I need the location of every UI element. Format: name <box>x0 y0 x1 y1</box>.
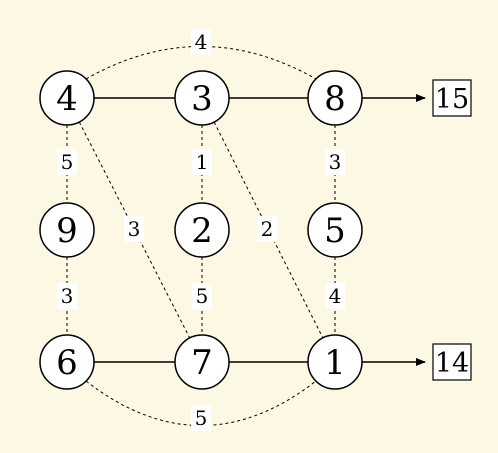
dashed-edge-C-F-weight: 3 <box>329 150 342 174</box>
dashed-edge-B-I-weight: 2 <box>261 217 274 241</box>
output-C: 15 <box>362 79 472 117</box>
output-box <box>432 79 472 117</box>
node-circle <box>39 70 95 126</box>
node-I: 1 <box>307 334 363 390</box>
node-A: 4 <box>39 70 95 126</box>
dashed-edge-A-D-label: 5 <box>57 149 77 175</box>
arc-bottom-label: 5 <box>191 405 211 431</box>
node-circle <box>174 70 230 126</box>
dashed-edge-A-H-weight: 3 <box>128 217 141 241</box>
node-label: 3 <box>191 79 213 119</box>
node-C: 8 <box>307 70 363 126</box>
node-label: 8 <box>324 79 346 119</box>
node-H: 7 <box>174 334 230 390</box>
node-F: 5 <box>307 202 363 258</box>
dashed-edge-D-G-weight: 3 <box>61 284 74 308</box>
node-circle <box>307 202 363 258</box>
dashed-edge-B-E-weight: 1 <box>196 150 209 174</box>
node-label: 1 <box>324 343 346 383</box>
dashed-edge-D-G-label: 3 <box>57 283 77 309</box>
node-label: 5 <box>324 211 346 251</box>
node-circle <box>39 334 95 390</box>
node-B: 3 <box>174 70 230 126</box>
node-label: 9 <box>56 211 78 251</box>
output-value: 14 <box>435 348 469 379</box>
dashed-edge-F-I-label: 4 <box>325 283 345 309</box>
node-label: 2 <box>191 211 213 251</box>
output-I: 14 <box>362 343 472 381</box>
dashed-edge-A-H-label: 3 <box>124 216 144 242</box>
node-label: 7 <box>191 343 213 383</box>
node-circle <box>174 334 230 390</box>
node-label: 6 <box>56 343 78 383</box>
dashed-edge-B-I-label: 2 <box>257 216 277 242</box>
arc-top-weight: 4 <box>195 30 208 54</box>
node-G: 6 <box>39 334 95 390</box>
output-value: 15 <box>435 84 469 115</box>
dashed-edge-C-F-label: 3 <box>325 149 345 175</box>
dashed-edge-E-H-label: 5 <box>192 283 212 309</box>
node-circle <box>39 202 95 258</box>
output-box <box>432 343 472 381</box>
dashed-edge-F-I-weight: 4 <box>329 284 342 308</box>
node-circle <box>174 202 230 258</box>
dashed-edge-B-E-label: 1 <box>192 149 212 175</box>
dashed-edge-A-D-weight: 5 <box>61 150 74 174</box>
arc-top-label: 4 <box>191 29 211 55</box>
dashed-edge-E-H-weight: 5 <box>196 284 209 308</box>
node-D: 9 <box>39 202 95 258</box>
arc-bottom-weight: 5 <box>195 406 208 430</box>
node-E: 2 <box>174 202 230 258</box>
node-label: 4 <box>56 79 78 119</box>
